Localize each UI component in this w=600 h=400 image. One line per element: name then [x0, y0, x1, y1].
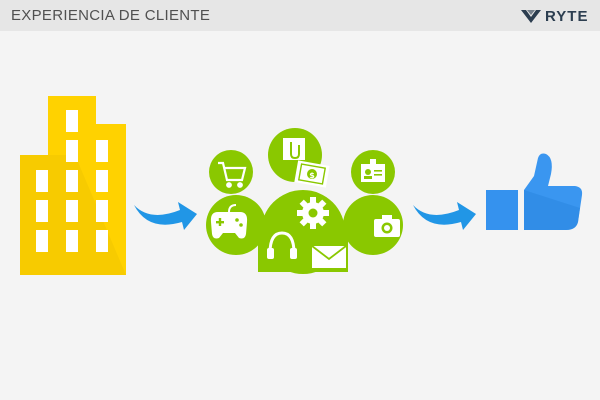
building-icon: [20, 96, 126, 275]
arrow-right-icon: [413, 202, 476, 230]
customer-experience-illustration: $: [20, 96, 583, 275]
header-bar: EXPERIENCIA DE CLIENTE RYTE: [0, 0, 600, 31]
camera-icon: [374, 215, 400, 237]
headphones-icon: [267, 231, 297, 259]
page-title: EXPERIENCIA DE CLIENTE: [11, 7, 211, 24]
gamepad-icon: [210, 204, 248, 239]
brand-logo[interactable]: RYTE: [520, 5, 588, 27]
thumbs-up-icon: [486, 153, 583, 230]
id-card-icon: [361, 159, 385, 182]
shopping-cart-icon: [218, 161, 247, 188]
ryte-logo-icon: [521, 10, 541, 23]
gear-icon: [297, 197, 329, 229]
brand-name: RYTE: [545, 7, 589, 25]
svg-text:$: $: [309, 171, 315, 180]
arrow-right-icon: [134, 202, 197, 230]
clip-document-icon: [283, 138, 305, 160]
money-icon: $: [294, 160, 330, 188]
envelope-icon: [311, 245, 347, 268]
